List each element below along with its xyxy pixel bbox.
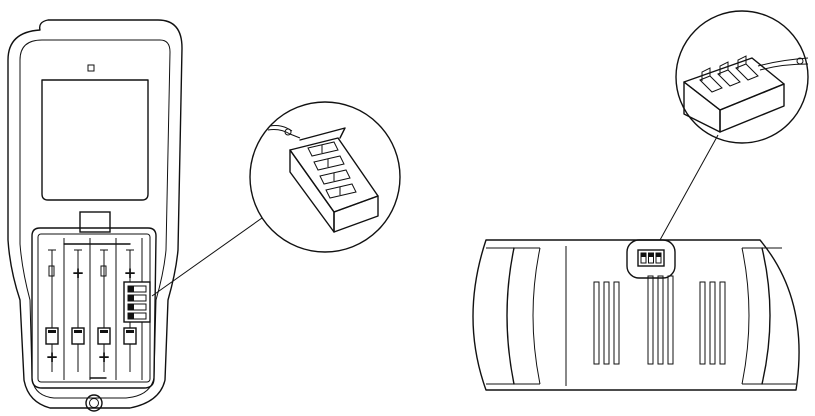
wire-left: [268, 130, 300, 139]
base-unit-outer: [473, 240, 799, 390]
zoom-switch-front-left: [290, 150, 334, 232]
dip-switch-knob: [656, 253, 661, 257]
dip-switch-knob: [128, 295, 134, 301]
dip-switch-knob: [641, 253, 646, 257]
display-window: [42, 80, 148, 200]
zoom-dip-toggle: [736, 64, 758, 80]
dip-switch-left[interactable]: [124, 282, 150, 322]
magnifier-left: [250, 102, 400, 252]
zoom-dip-toggle: [326, 184, 356, 198]
terminal-band: [74, 330, 82, 333]
dip-switch-knob: [128, 286, 134, 292]
magnifier-right: [676, 11, 808, 143]
power-button-inner: [90, 399, 99, 408]
vent-slot: [720, 282, 725, 364]
vent-slot: [648, 276, 653, 364]
vent-slot: [614, 282, 619, 364]
terminal-band: [126, 330, 134, 333]
dip-switch-knob: [128, 313, 134, 319]
base-unit-left-cap-inner: [533, 248, 540, 384]
vent-slot: [668, 276, 673, 364]
callout-line-right: [660, 135, 718, 240]
zoom-dip-toggle: [700, 76, 722, 92]
zoom-switch-side-right: [720, 84, 784, 132]
vent-slots: [594, 276, 725, 364]
vent-slot: [710, 282, 715, 364]
vent-slot: [658, 276, 663, 364]
zoom-switch-front-right: [684, 82, 720, 132]
wire-right-b: [760, 64, 808, 70]
vent-slot: [594, 282, 599, 364]
magnifier-left-circle: [250, 102, 400, 252]
sensor-window: [88, 65, 94, 71]
polarity-mark: +: [72, 264, 85, 282]
zoom-switches-left: [308, 142, 356, 198]
battery-latch-tab: [80, 212, 110, 232]
terminal-band: [48, 330, 56, 333]
zoom-dip-toggle: [314, 156, 344, 170]
polarity-mark: +: [124, 264, 137, 282]
callout-line-left: [152, 218, 262, 296]
zoom-switch-side-left: [334, 196, 378, 232]
battery-slot-3: +: [98, 238, 116, 380]
handheld-device: + + + +: [8, 20, 182, 411]
base-unit-right-cap-inner: [742, 248, 749, 384]
terminal-band: [100, 330, 108, 333]
polarity-mark: +: [46, 348, 59, 366]
wire-right: [758, 58, 808, 66]
battery-slot-2: +: [72, 238, 90, 380]
polarity-mark: +: [98, 348, 111, 366]
vent-slot: [700, 282, 705, 364]
dip-switch-knob: [649, 253, 654, 257]
dip-switch-knob: [128, 304, 134, 310]
dip-switch-body: [638, 250, 664, 266]
zoom-dip-toggle: [320, 170, 350, 184]
vent-slot: [604, 282, 609, 364]
battery-slot-1: +: [46, 238, 64, 380]
base-unit-right-cap: [762, 248, 770, 384]
zoom-dip-toggle: [718, 70, 740, 86]
base-unit: [473, 240, 799, 390]
dip-switch-right[interactable]: [638, 250, 664, 266]
base-unit-left-cap: [507, 248, 514, 384]
